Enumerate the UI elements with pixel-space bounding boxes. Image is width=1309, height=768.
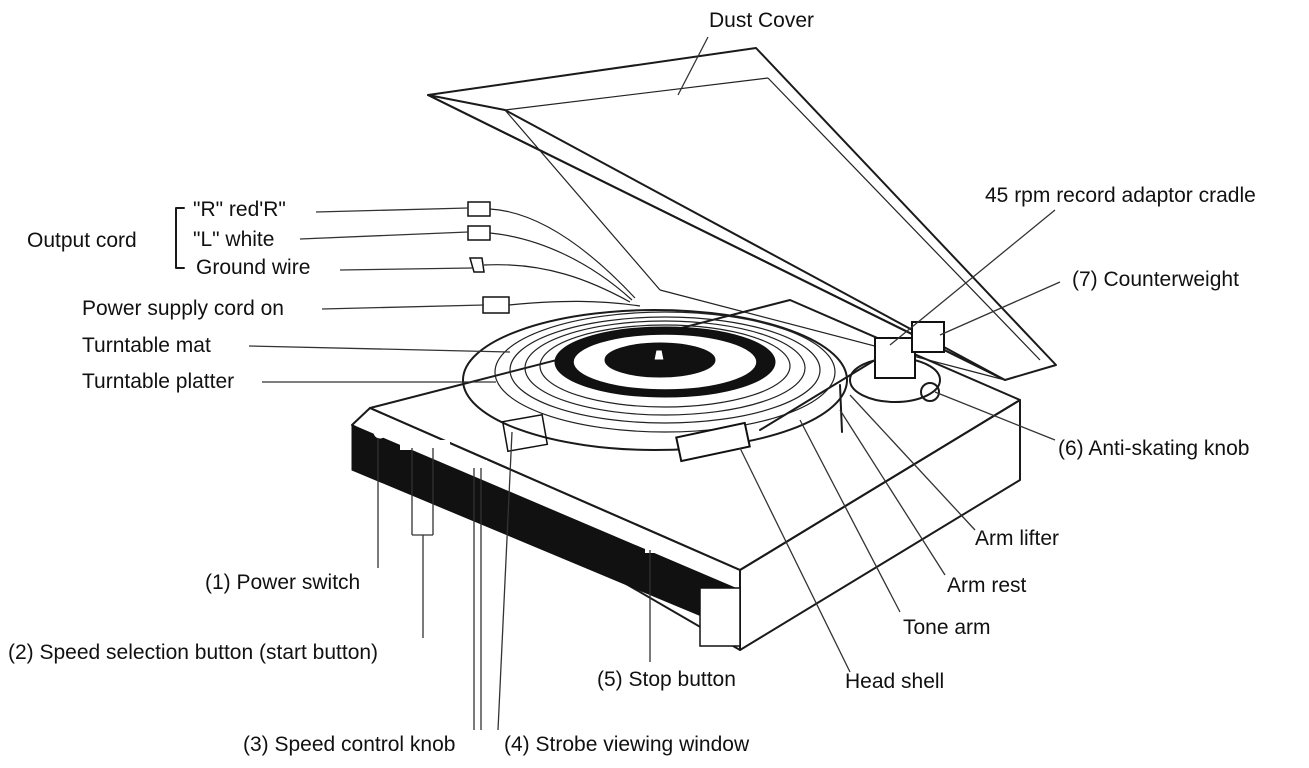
label-arm-lifter: Arm lifter (975, 527, 1059, 550)
label-l-white: "L" white (193, 228, 275, 251)
label-adaptor-cradle: 45 rpm record adaptor cradle (985, 184, 1256, 207)
label-dust-cover: Dust Cover (709, 9, 815, 32)
label-turntable-platter: Turntable platter (82, 370, 235, 393)
label-power-supply-cord: Power supply cord on (82, 297, 284, 320)
label-arm-rest: Arm rest (947, 574, 1027, 597)
label-tone-arm: Tone arm (903, 616, 991, 639)
platter-drawing (462, 309, 848, 453)
label-head-shell: Head shell (845, 670, 945, 693)
turntable-base-drawing (351, 299, 1021, 651)
label-anti-skating-knob: (6) Anti-skating knob (1058, 437, 1250, 460)
label-turntable-mat: Turntable mat (82, 334, 211, 357)
label-stop-button: (5) Stop button (597, 668, 736, 691)
leader-lines (248, 36, 1061, 731)
control-panel-drawing (373, 425, 659, 553)
dust-cover-drawing (427, 47, 1057, 381)
label-r-red: "R" red'R" (193, 198, 286, 221)
output-cord-bracket (175, 207, 185, 269)
label-counterweight: (7) Counterweight (1072, 268, 1239, 291)
label-speed-selection-button: (2) Speed selection button (start button… (8, 641, 379, 664)
label-ground-wire: Ground wire (196, 256, 311, 279)
tone-arm-drawing (675, 321, 945, 463)
label-strobe-viewing-window: (4) Strobe viewing window (504, 733, 750, 756)
label-output-cord: Output cord (27, 229, 137, 252)
label-speed-control-knob: (3) Speed control knob (243, 733, 456, 756)
output-cord-drawing (467, 201, 641, 314)
label-power-switch: (1) Power switch (205, 571, 361, 594)
